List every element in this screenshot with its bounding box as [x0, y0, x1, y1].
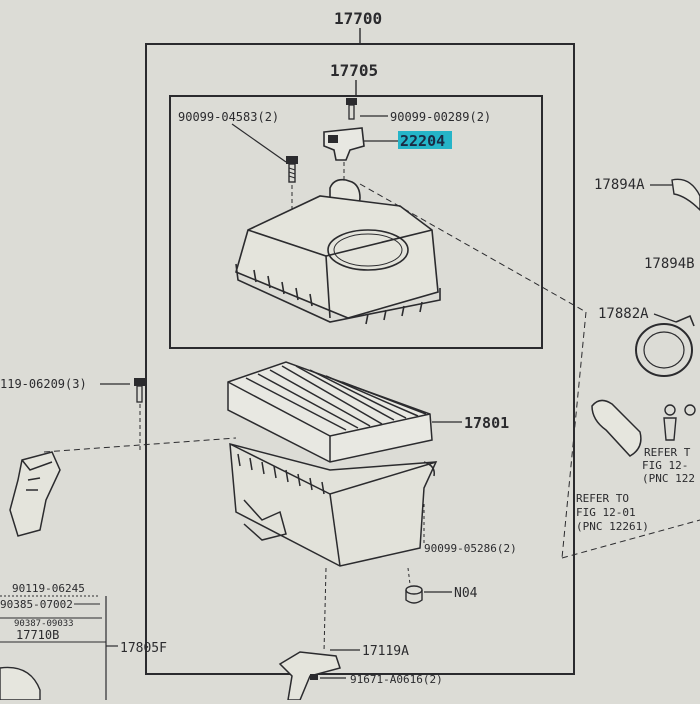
part-17805f-label: 17805F	[120, 641, 167, 656]
clamp-label: 17882A	[598, 306, 649, 322]
clamp-screw-label: 90099-05286(2)	[424, 542, 517, 555]
list-item-1: 90119-06245	[12, 582, 85, 595]
grommet-label: N04	[454, 586, 478, 601]
sensor-icon	[323, 127, 365, 161]
bracket-bolt-icon	[310, 674, 318, 680]
assembly-label: 17700	[334, 9, 382, 28]
bolt-left-label: 90099-04583(2)	[178, 110, 279, 124]
cap-subassembly-label: 17705	[330, 61, 378, 80]
hose-fragment	[0, 666, 41, 701]
filter-element-label: 17801	[464, 414, 509, 432]
part-91671-label: 91671-A0616(2)	[350, 673, 443, 686]
fitting-icon	[663, 404, 696, 441]
hose-b-label: 17894B	[644, 256, 695, 272]
hose-a-icon	[671, 178, 700, 211]
refer-a-line3: (PNC 12261)	[576, 520, 649, 533]
left-bolt-icon	[134, 378, 145, 403]
grommet-icon	[405, 585, 423, 604]
sensor-label: 22204	[400, 132, 445, 150]
refer-b-line1: REFER T	[644, 446, 691, 459]
breather-hose-icon	[591, 399, 642, 457]
sensor-label-highlight	[398, 131, 452, 149]
air-cleaner-case	[229, 443, 438, 567]
refer-b-line2: FIG 12-	[642, 459, 688, 472]
refer-a-line2: FIG 12-01	[576, 506, 636, 519]
intake-duct	[9, 451, 61, 537]
filter-element	[227, 361, 433, 463]
bolt-left-icon	[286, 156, 298, 183]
hose-clamp-icon	[635, 314, 695, 377]
refer-b-line3: (PNC 122	[642, 472, 695, 485]
bolt-right-icon	[346, 98, 357, 120]
list-item-3: 90387-09033	[14, 619, 74, 629]
bolt-right-label: 90099-00289(2)	[390, 110, 491, 124]
list-item-2: 90385-07002	[0, 598, 73, 611]
hose-a-label: 17894A	[594, 177, 645, 193]
part-17119a-label: 17119A	[362, 644, 409, 659]
list-item-4: 17710B	[16, 628, 59, 642]
left-bolt-label: 119-06209(3)	[0, 377, 87, 391]
refer-a-line1: REFER TO	[576, 492, 629, 505]
air-cleaner-cap	[235, 178, 441, 325]
